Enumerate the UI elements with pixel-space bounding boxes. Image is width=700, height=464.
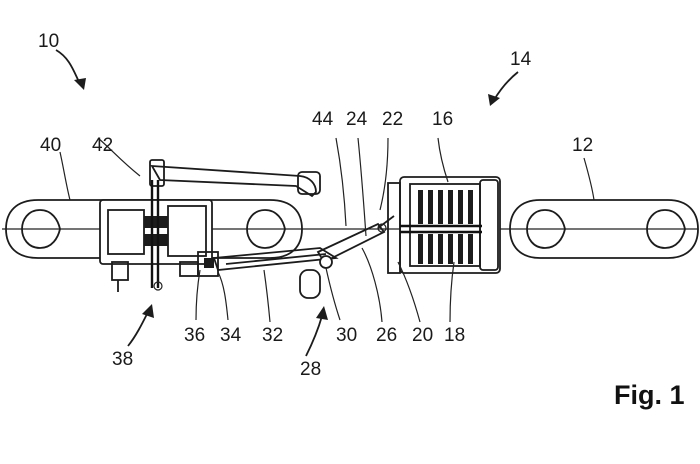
left-tire — [5, 199, 303, 259]
ref-30: 30 — [336, 325, 358, 346]
ref-44: 44 — [312, 109, 334, 130]
motor-assembly — [387, 176, 501, 274]
strut-link — [316, 215, 395, 269]
ref-40: 40 — [40, 135, 62, 156]
ref-10: 10 — [38, 31, 60, 52]
drive-unit — [99, 180, 219, 292]
ref-16: 16 — [432, 109, 454, 130]
right-tire — [509, 199, 699, 259]
ref-12: 12 — [572, 135, 594, 156]
stator-windings — [418, 190, 473, 264]
upper-bracket — [149, 159, 321, 198]
ref-36: 36 — [184, 325, 206, 346]
ref-42: 42 — [92, 135, 114, 156]
figure-label: Fig. 1 — [614, 380, 685, 410]
ref-24: 24 — [346, 109, 368, 130]
ref-38: 38 — [112, 349, 134, 370]
ref-26: 26 — [376, 325, 398, 346]
ref-22: 22 — [382, 109, 404, 130]
ref-20: 20 — [412, 325, 434, 346]
ref-34: 34 — [220, 325, 242, 346]
ref-28: 28 — [300, 359, 322, 380]
reference-arrows — [55, 49, 519, 357]
damper-cylinder — [299, 269, 321, 299]
leader-lines — [59, 137, 595, 323]
suspension-arm — [212, 247, 339, 271]
ref-32: 32 — [262, 325, 284, 346]
ref-18: 18 — [444, 325, 466, 346]
ref-14: 14 — [510, 49, 532, 70]
